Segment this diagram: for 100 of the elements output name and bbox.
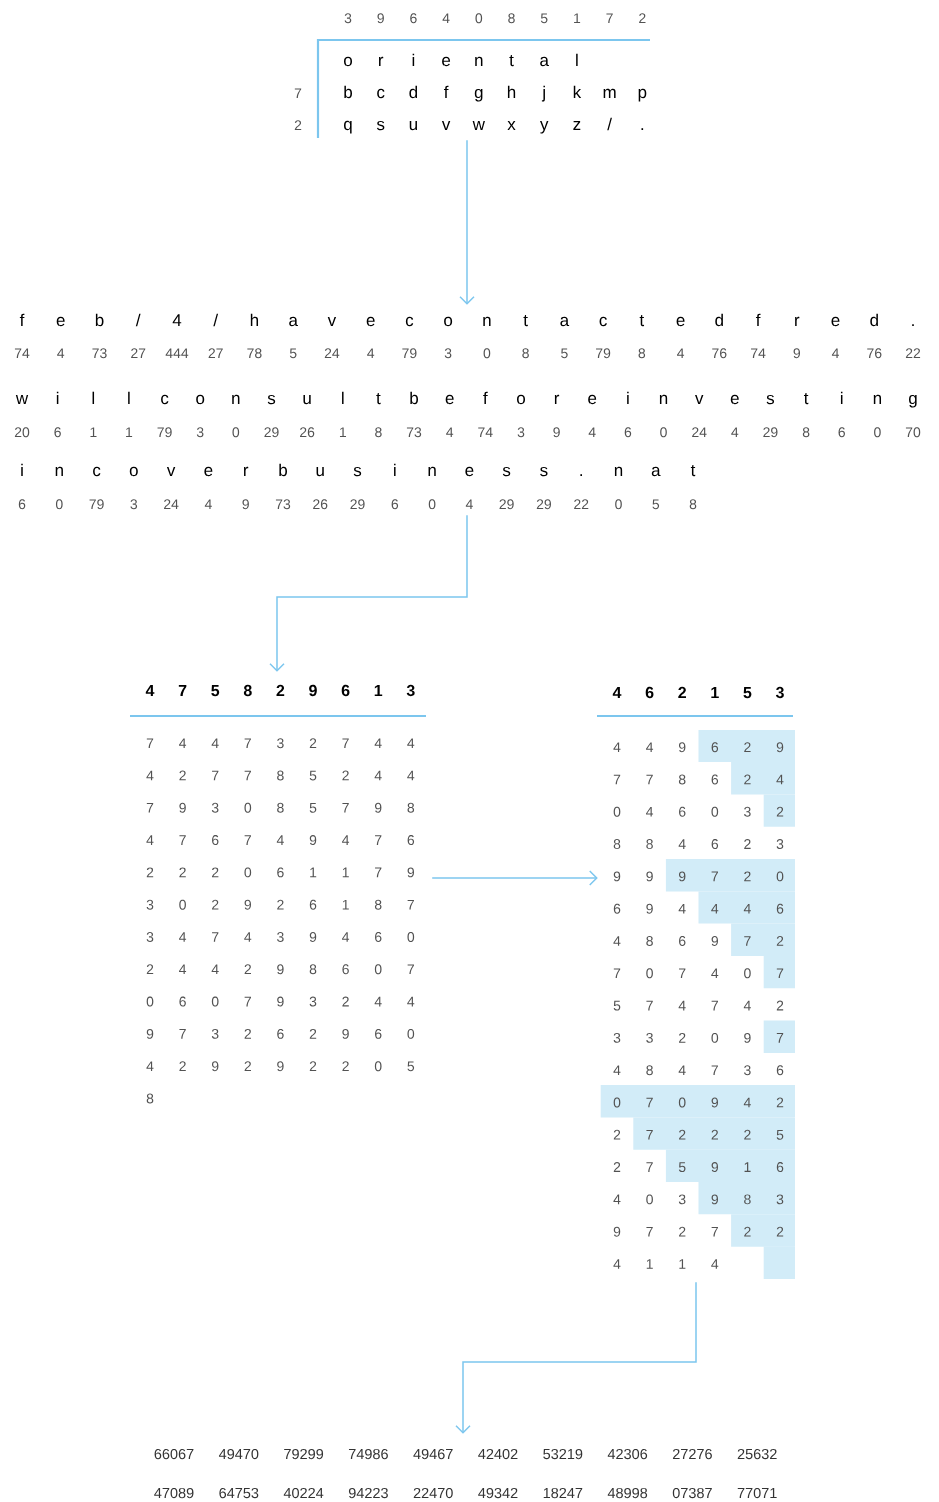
digit: 6 — [711, 774, 719, 785]
code-number: 4 — [831, 348, 839, 358]
code-number: 29 — [350, 499, 365, 510]
digit: 9 — [309, 835, 317, 846]
code-number: 6 — [18, 499, 26, 510]
letter: e — [588, 394, 597, 405]
digit: 8 — [374, 899, 382, 910]
letter: f — [755, 313, 761, 326]
digit: 4 — [776, 774, 784, 785]
code-number: 20 — [14, 427, 30, 438]
digit: 0 — [646, 968, 653, 979]
letter: e — [445, 394, 454, 405]
cipher-group: 77071 — [737, 1487, 777, 1499]
digit: 9 — [374, 802, 382, 813]
letter: n — [873, 394, 881, 404]
code-number: 27 — [131, 348, 146, 358]
digit: 4 — [613, 742, 621, 752]
code-number: 79 — [596, 348, 611, 359]
letter: q — [344, 120, 352, 134]
digit: 7 — [342, 738, 349, 748]
digit: 2 — [294, 120, 302, 130]
cipher-group: 47089 — [154, 1487, 194, 1499]
digit: 2 — [639, 13, 646, 23]
digit: 7 — [146, 803, 154, 813]
digit: 3 — [776, 839, 784, 850]
code-number: 22 — [574, 499, 589, 509]
letter: c — [377, 88, 385, 99]
letter: n — [614, 466, 623, 476]
cipher-group: 48998 — [607, 1487, 648, 1499]
letter: g — [909, 394, 917, 408]
code-number: 3 — [130, 499, 138, 510]
digit: 9 — [277, 964, 284, 975]
letter: i — [627, 391, 629, 404]
digit: 2 — [179, 1061, 186, 1071]
code-number: 27 — [208, 348, 223, 358]
code-number: 9 — [553, 427, 560, 438]
cipher-group: 18247 — [543, 1487, 583, 1499]
digit: 7 — [711, 1226, 718, 1237]
letter: a — [289, 316, 298, 327]
digit: 2 — [212, 899, 219, 910]
digit: 7 — [244, 835, 251, 845]
digit: 7 — [146, 738, 154, 748]
digit: 9 — [711, 1162, 719, 1173]
digit: 4 — [211, 738, 219, 748]
digit: 4 — [407, 996, 415, 1007]
digit: 2 — [309, 1028, 317, 1039]
letter: a — [540, 56, 549, 67]
digit: 5 — [776, 1130, 784, 1140]
digit: 1 — [646, 1259, 653, 1269]
letter: n — [483, 316, 491, 326]
key-digit: 1 — [374, 685, 383, 696]
letter: r — [554, 394, 560, 404]
digit: 6 — [309, 899, 317, 910]
code-number: 29 — [264, 427, 279, 438]
letter: i — [394, 463, 396, 476]
digit: 7 — [646, 1226, 653, 1237]
letter: l — [128, 391, 130, 404]
digit: 7 — [407, 899, 414, 910]
digit: 1 — [679, 1259, 686, 1269]
digit: 7 — [375, 867, 382, 878]
digit: 2 — [744, 742, 751, 752]
letter: i — [21, 463, 23, 476]
digit: 1 — [744, 1162, 751, 1172]
digit: 9 — [342, 1028, 349, 1039]
digit: 5 — [540, 13, 548, 24]
digit: 2 — [244, 1061, 251, 1071]
digit: 2 — [146, 867, 154, 878]
letter: r — [379, 56, 384, 66]
digit: 6 — [407, 835, 415, 846]
letter: u — [316, 467, 324, 477]
digit: 7 — [407, 964, 414, 975]
letter: t — [804, 393, 809, 405]
arrow — [269, 514, 468, 672]
digit: 4 — [146, 1061, 154, 1071]
code-number: 0 — [615, 499, 622, 510]
code-number: 1 — [126, 427, 133, 437]
digit: 0 — [475, 13, 483, 24]
digit: 9 — [277, 1061, 284, 1072]
digit: 3 — [146, 899, 154, 910]
letter: r — [795, 316, 800, 326]
key-digit: 8 — [243, 684, 252, 697]
letter: c — [405, 316, 414, 327]
cipher-group: 42402 — [478, 1448, 518, 1460]
code-number: 74 — [751, 348, 766, 358]
code-number: 0 — [483, 348, 491, 359]
code-number: 9 — [793, 348, 801, 359]
digit: 1 — [342, 899, 349, 910]
digit: 1 — [574, 13, 581, 23]
code-number: 79 — [402, 348, 417, 359]
code-number: 5 — [652, 499, 660, 510]
cipher-group: 07387 — [672, 1487, 712, 1499]
letter: . — [912, 324, 914, 326]
cipher-group: 49470 — [218, 1448, 259, 1460]
cipher-group: 94223 — [348, 1487, 388, 1499]
digit: 8 — [407, 802, 415, 813]
letter: / — [213, 313, 219, 327]
digit: 0 — [776, 871, 784, 882]
arrow — [455, 1281, 697, 1434]
digit: 6 — [711, 839, 719, 850]
digit: 9 — [711, 1194, 719, 1205]
